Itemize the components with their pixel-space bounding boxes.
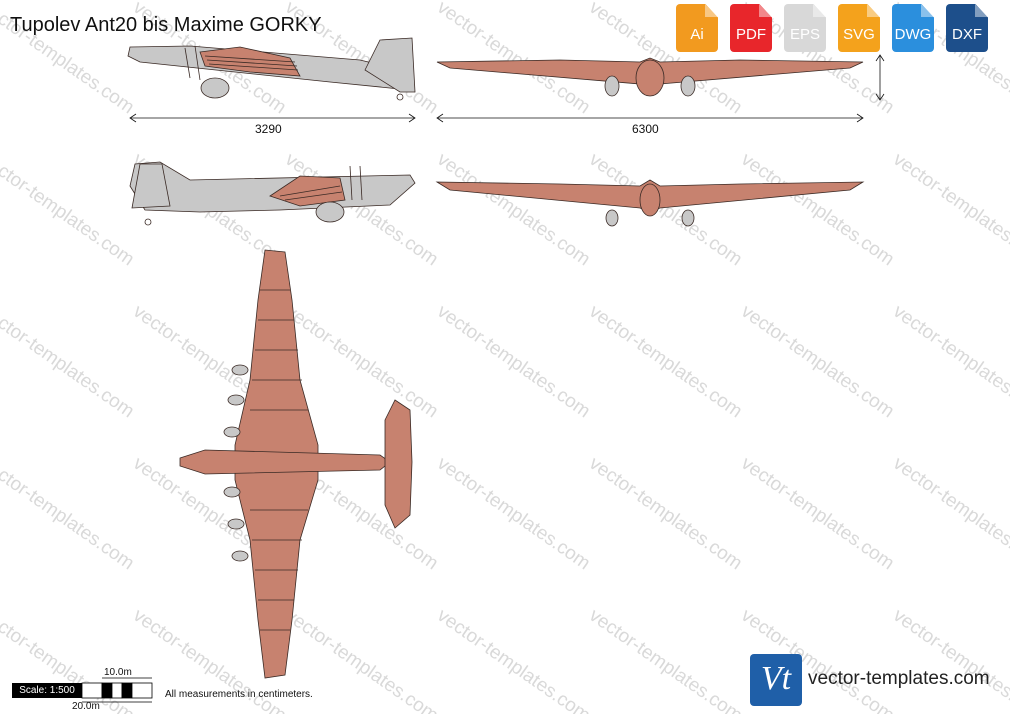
front-view [436,57,864,97]
scale-large-label: 20.0m [72,701,100,712]
measurement-note: All measurements in centimeters. [165,689,313,700]
scale-bar [81,677,153,703]
scale-small-label: 10.0m [104,667,132,678]
watermark-text: vector-templates.com [737,301,898,422]
format-label: DXF [952,26,982,43]
watermark-text: vector-templates.com [281,149,442,270]
format-ai-icon[interactable]: Ai [676,4,718,52]
format-dxf-icon[interactable]: DXF [946,4,988,52]
rear-view [435,179,865,227]
watermark-text: vector-templates.com [585,149,746,270]
format-eps-icon[interactable]: EPS [784,4,826,52]
side-view-bottom [129,161,416,226]
watermark-text: vector-templates.com [433,149,594,270]
format-svg-icon[interactable]: SVG [838,4,880,52]
watermark-text: vector-templates.com [585,605,746,714]
format-icons: Ai PDF EPS SVG DWG DXF [676,4,1006,52]
page-title: Tupolev Ant20 bis Maxime GORKY [10,14,322,36]
format-body [676,4,718,52]
brand-site[interactable]: vector-templates.com [808,668,990,689]
dimension-lines [129,54,885,123]
format-body [784,4,826,52]
top-view [179,249,413,679]
format-body [838,4,880,52]
format-pdf-icon[interactable]: PDF [730,4,772,52]
watermark-text: vector-templates.com [433,453,594,574]
watermark-text: vector-templates.com [585,301,746,422]
format-body [892,4,934,52]
watermark-text: vector-templates.com [433,605,594,714]
watermark-text: vector-templates.com [0,149,138,270]
watermark-text: vector-templates.com [737,149,898,270]
watermark-text: vector-templates.com [889,301,1010,422]
span-dimension: 6300 [632,122,659,136]
length-dimension: 3290 [255,122,282,136]
brand[interactable]: Vt vector-templates.com [750,654,1005,706]
watermark-text: vector-templates.com [585,453,746,574]
format-body [730,4,772,52]
watermark-text: vector-templates.com [0,301,138,422]
side-view-top [127,37,416,101]
format-label: DWG [894,26,932,43]
format-dwg-icon[interactable]: DWG [892,4,934,52]
format-label: SVG [843,26,875,43]
watermark-text: vector-templates.com [433,0,594,118]
watermark-text: vector-templates.com [737,453,898,574]
format-label: EPS [789,26,820,43]
format-body [946,4,988,52]
watermark-text: vector-templates.com [433,301,594,422]
watermark-text: vector-templates.com [0,453,138,574]
vt-logo-icon: Vt [750,654,802,706]
watermark-text: vector-templates.com [889,149,1010,270]
watermark-text: vector-templates.com [889,453,1010,574]
logo-text: Vt [760,660,792,697]
scale-label: Scale: 1:500 [12,683,82,698]
format-label: PDF [736,26,766,43]
format-label: Ai [690,26,704,43]
